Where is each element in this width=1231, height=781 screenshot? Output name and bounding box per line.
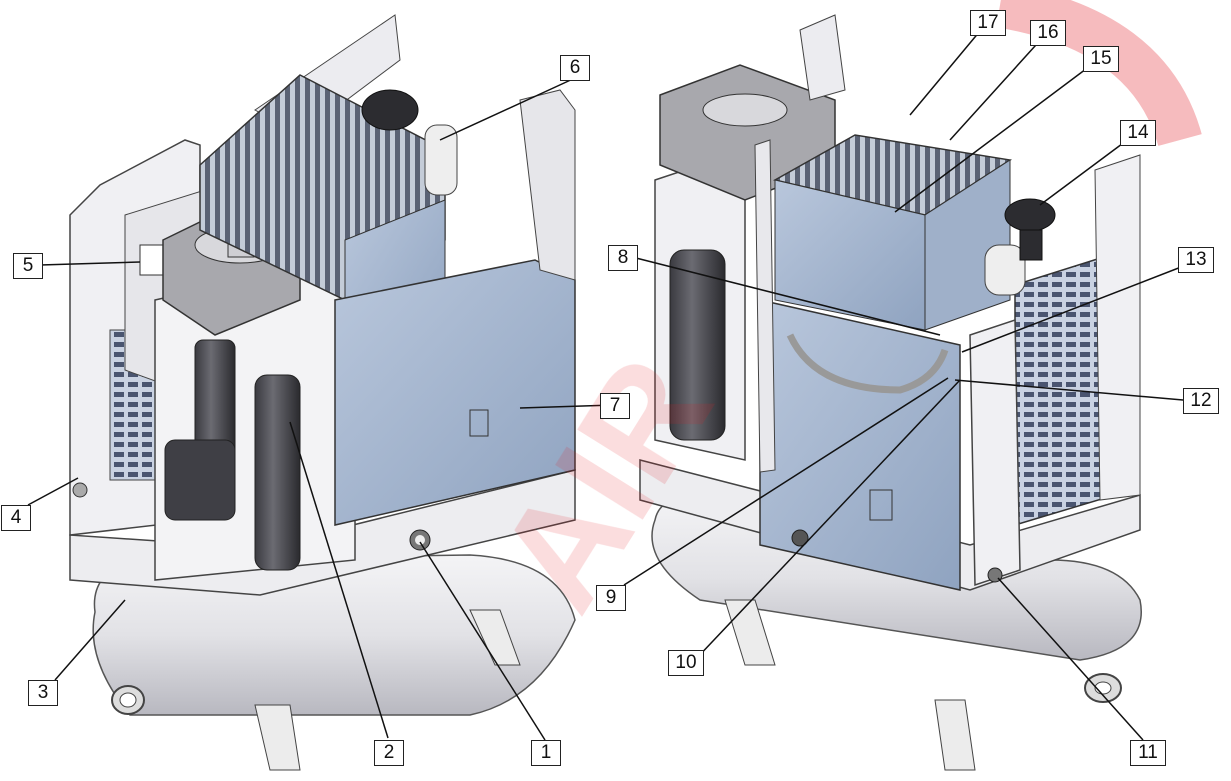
callout-3: 3 <box>28 680 58 706</box>
callout-12: 12 <box>1183 388 1219 414</box>
callout-13: 13 <box>1178 247 1214 273</box>
callout-17: 17 <box>970 10 1006 36</box>
right-compressor-unit <box>639 14 1142 771</box>
callout-7: 7 <box>600 393 630 419</box>
callout-8: 8 <box>608 245 638 271</box>
callout-15: 15 <box>1083 46 1119 72</box>
callout-16: 16 <box>1030 20 1066 46</box>
callout-9: 9 <box>596 585 626 611</box>
leader-lines <box>27 24 1195 741</box>
callout-14: 14 <box>1120 120 1156 146</box>
callout-11: 11 <box>1130 740 1166 766</box>
callout-1: 1 <box>531 740 561 766</box>
callout-4: 4 <box>1 505 31 531</box>
callout-6: 6 <box>560 55 590 81</box>
callout-5: 5 <box>13 253 43 279</box>
callout-10: 10 <box>668 650 704 676</box>
left-compressor-unit <box>69 14 576 771</box>
callout-2: 2 <box>374 740 404 766</box>
